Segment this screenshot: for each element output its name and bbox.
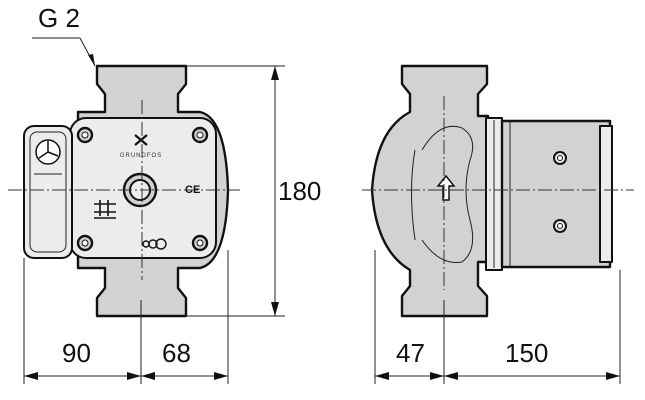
leader-arrowhead (88, 54, 95, 66)
volute-curve (411, 149, 416, 241)
flow-arrow-icon (436, 174, 456, 201)
motor-can (500, 119, 612, 269)
front-left-value: 90 (62, 338, 91, 368)
side-arrow-2 (430, 372, 444, 380)
logo-text: GRUNDFOS (120, 153, 162, 159)
side-pump-housing (370, 64, 490, 318)
side-left-value: 47 (396, 338, 425, 368)
side-arrow-1 (375, 372, 389, 380)
connection-callout: G 2 (32, 3, 96, 67)
side-arrow-4 (606, 372, 620, 380)
grundfos-logo-icon (134, 134, 148, 146)
volute-inner-line (421, 125, 474, 264)
side-right-value: 150 (505, 338, 548, 368)
front-arrow-2 (127, 372, 141, 380)
side-width-dimensions: 47 150 (374, 250, 621, 384)
side-arrow-3 (444, 372, 458, 380)
side-view (362, 64, 634, 318)
motor-end-cap (599, 125, 613, 263)
front-view: GRUNDFOS CE (8, 64, 240, 318)
speed-setting-icon (94, 200, 116, 219)
height-value: 180 (278, 176, 321, 206)
terminal-box-inner (29, 131, 67, 253)
terminal-box (23, 125, 73, 259)
height-arrow-top (271, 66, 279, 80)
connection-label: G 2 (38, 3, 80, 33)
front-arrow-4 (214, 372, 228, 380)
front-width-dimensions: 90 68 (23, 250, 229, 384)
height-dimension: 180 (186, 65, 321, 317)
height-arrow-bottom (271, 302, 279, 316)
speed-symbols-icon (142, 238, 167, 250)
front-arrow-1 (24, 372, 38, 380)
front-arrow-3 (141, 372, 155, 380)
front-right-value: 68 (162, 338, 191, 368)
corner-bolts (76, 126, 209, 252)
fan-icon (35, 139, 61, 165)
